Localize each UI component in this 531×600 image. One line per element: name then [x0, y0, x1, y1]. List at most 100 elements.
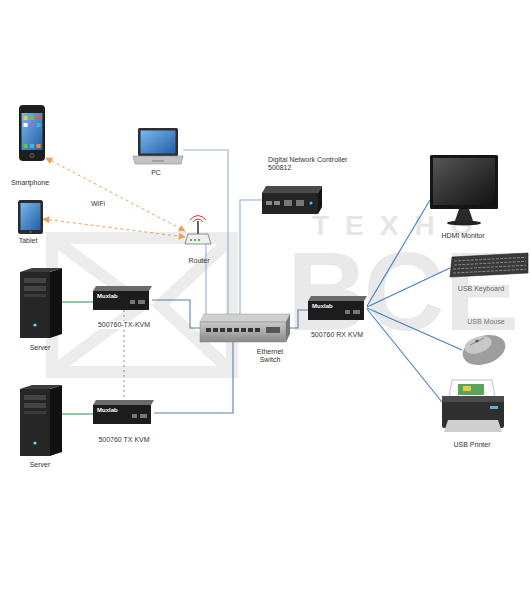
keyboard-art — [450, 253, 528, 277]
ethernet-switch-art — [255, 328, 260, 332]
kvm-extender-art — [138, 300, 145, 304]
device-label: Server — [20, 461, 60, 469]
server-node: Server — [20, 385, 62, 456]
server-art — [24, 411, 46, 414]
kvm-extender-art — [308, 301, 364, 320]
network-cable — [123, 310, 124, 400]
server-art — [24, 403, 46, 408]
network-cable — [152, 300, 200, 328]
device-label: Router — [179, 257, 219, 265]
device-label: 500760 RX KVM — [302, 331, 372, 339]
network-cable — [154, 342, 233, 413]
brand-logo: Muxlab — [97, 293, 118, 299]
kvm-extender-art — [93, 291, 149, 310]
router-art — [185, 216, 211, 245]
printer-art — [449, 380, 495, 398]
monitor-art — [430, 155, 498, 209]
laptop-art — [152, 160, 164, 162]
watermark-logo — [52, 238, 232, 372]
tablet-art — [18, 200, 43, 234]
device-label: Server — [20, 344, 60, 352]
printer-art — [442, 396, 504, 428]
kvm-extender-art — [93, 286, 152, 310]
server-art — [24, 278, 46, 283]
keyboard-art — [453, 257, 526, 273]
printer-art — [490, 406, 498, 409]
ethernet-switch-art — [227, 328, 232, 332]
pc-node: PC — [133, 128, 183, 164]
router-art — [198, 239, 200, 241]
smartphone-art — [22, 113, 43, 150]
keyboard-node: USB Keyboard — [450, 253, 528, 277]
smartphone-art — [30, 144, 34, 148]
watermark-logo — [52, 238, 142, 372]
ethernet-switch-art — [200, 314, 290, 322]
server-art — [20, 385, 62, 389]
wireless-label: WiFi — [91, 200, 105, 207]
keyboard-art — [453, 265, 526, 269]
printer-art — [442, 396, 504, 402]
keyboard-art — [454, 257, 526, 261]
server-art — [24, 294, 46, 297]
network-cable — [367, 309, 442, 402]
tablet-art — [21, 203, 41, 230]
watermark-logo — [160, 238, 232, 372]
printer-art — [442, 380, 504, 432]
watermark-logo — [52, 238, 232, 372]
router-node: Router — [185, 222, 211, 244]
smartphone-art — [24, 123, 28, 127]
printer-art — [444, 420, 502, 432]
smartphone-art — [30, 123, 34, 127]
monitor-art — [430, 155, 498, 226]
keyboard-art — [453, 269, 526, 273]
ethernet-switch-art — [234, 328, 239, 332]
smartphone-art — [19, 105, 45, 161]
monitor-art — [433, 158, 495, 205]
watermark-text: ВСЕ — [287, 236, 519, 348]
smartphone-art — [30, 116, 34, 120]
smartphone-art — [37, 116, 41, 120]
network-cable — [183, 150, 228, 314]
ethernet-switch-art — [200, 314, 290, 342]
router-art — [194, 239, 196, 241]
mouse-art — [459, 330, 509, 370]
controller-art — [318, 186, 322, 214]
network-cable — [205, 244, 206, 314]
tablet-node: Tablet — [18, 200, 43, 234]
network-cable — [240, 200, 262, 314]
network-cable — [367, 268, 450, 307]
device-label: 500760 TX KVM — [89, 436, 159, 444]
tablet-art — [29, 231, 31, 233]
device-label: Smartphone — [0, 179, 60, 187]
controller-art — [310, 202, 313, 205]
brand-logo: Muxlab — [312, 303, 333, 309]
monitor-art — [447, 221, 481, 226]
controller-node: Digital Network Controller 500812 — [262, 186, 322, 214]
controller-art — [262, 193, 318, 214]
ethernet-switch-art — [241, 328, 246, 332]
laptop-art — [141, 131, 176, 154]
kvm-extender-art — [345, 310, 350, 314]
server-art — [20, 389, 50, 456]
server-art — [50, 385, 62, 456]
network-cable — [290, 310, 308, 328]
printer-node: USB Printer — [442, 380, 504, 432]
server-art — [33, 441, 36, 444]
controller-art — [284, 200, 292, 206]
mouse-art — [459, 330, 509, 370]
kvm-extender-art — [140, 414, 147, 418]
watermark-text: ТЕХНО — [312, 212, 488, 240]
keyboard-art — [450, 253, 528, 277]
smartphone-art — [37, 144, 41, 148]
ethernet-switch-art — [248, 328, 253, 332]
server-art — [20, 268, 62, 338]
ethernet-switch-art — [213, 328, 218, 332]
controller-art — [296, 200, 304, 206]
kvm-extender-art — [353, 310, 360, 314]
kvm-receiver-node: 500760 RX KVM — [308, 296, 367, 320]
